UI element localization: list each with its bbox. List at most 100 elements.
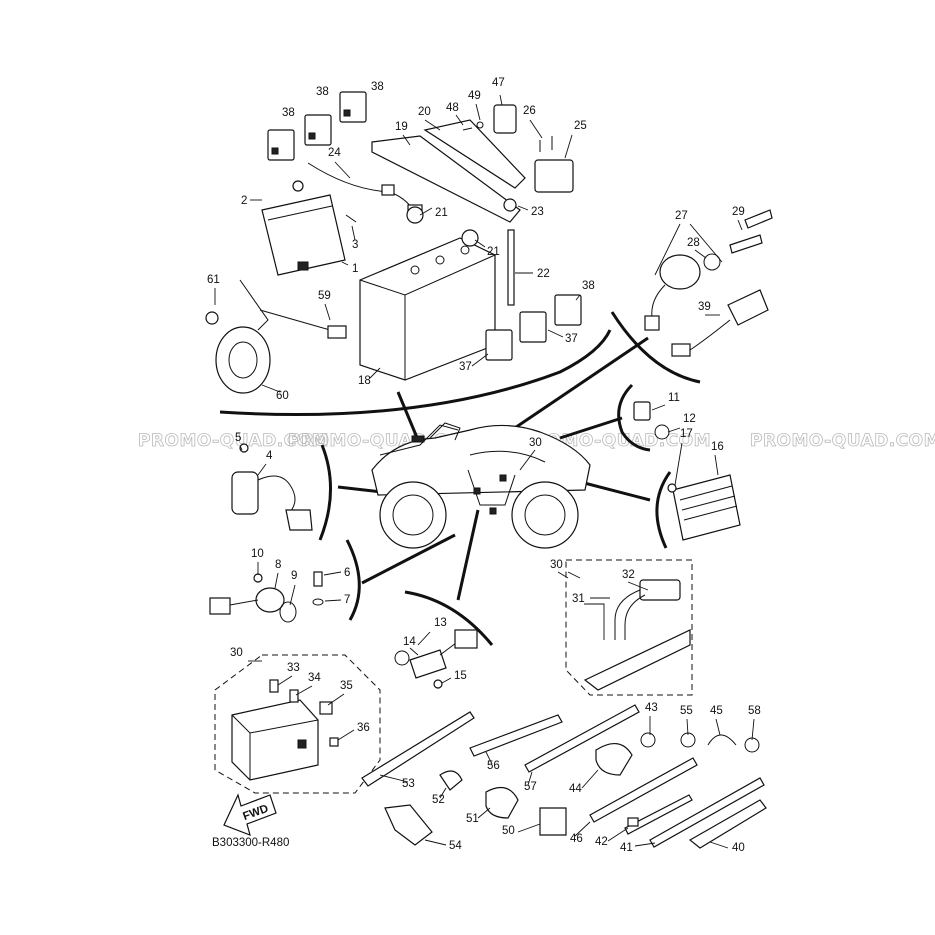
part-label-40: 40 [732,842,745,854]
part-label-50: 50 [502,825,515,837]
leader-line-extra-4 [557,571,569,579]
leader-line-4 [257,463,267,476]
part-label-5: 5 [235,432,241,444]
leader-line-28 [694,249,707,259]
leader-line-55 [686,718,689,736]
part-label-53: 53 [402,778,415,790]
connector-ignition [499,336,649,440]
part-label-37: 37 [459,361,472,373]
leader-line-41 [634,842,656,847]
leader-line-44 [581,769,599,789]
leader-line-38 [575,294,581,301]
leader-line-12 [667,427,681,433]
part-label-7: 7 [344,594,350,606]
leader-line-7 [324,599,342,602]
leader-line-60 [261,384,281,393]
part-label-22: 22 [537,268,550,280]
part-label-35: 35 [340,680,353,692]
leader-line-25 [564,134,573,159]
leader-line-9 [289,584,296,606]
battery-hardware [406,198,517,306]
leader-line-58 [751,718,755,741]
part-label-25: 25 [574,120,587,132]
part-label-49: 49 [468,90,481,102]
sensor8-group-border [345,539,361,621]
leader-line-35 [327,693,345,706]
sensor-13 [394,629,478,689]
part-label-1: 1 [352,263,358,275]
part-label-41: 41 [620,842,633,854]
connector-sensor [559,416,623,440]
part-label-17: 17 [680,428,693,440]
leader-line-37 [471,353,489,367]
leader-line-21 [474,239,486,248]
top-group-border [219,329,612,417]
part-label-3: 3 [352,239,358,251]
sensor-11 [633,401,670,440]
leader-line-46 [574,821,591,837]
part-label-8: 8 [275,559,281,571]
leader-line-50 [517,823,541,833]
part-label-51: 51 [466,813,479,825]
leader-line-34 [295,685,313,696]
coil-4 [231,443,313,531]
part-label-37: 37 [565,333,578,345]
part-label-34: 34 [308,672,321,684]
leader-line-extra-0 [654,223,681,276]
relays-37-38 [485,294,582,361]
regulator-group-border [655,471,672,549]
part-label-28: 28 [687,237,700,249]
leader-line-59 [324,303,331,321]
regulator-16 [667,474,741,541]
fuse-harness [583,579,691,691]
leader-line-57 [527,771,533,786]
bracket-19-20 [371,119,526,223]
part-label-57: 57 [524,781,537,793]
leader-line-20 [424,119,441,131]
fwd-arrow: FWD [223,793,277,836]
part-label-2: 2 [241,195,247,207]
part-label-55: 55 [680,705,693,717]
leader-line-24 [334,161,351,179]
diagram-code: B303300-R480 [212,837,289,849]
part-label-10: 10 [251,548,264,560]
sensor-group-border [617,383,651,452]
part-label-27: 27 [675,210,688,222]
part-label-21: 21 [487,246,500,258]
cable-ties [361,704,767,849]
part-label-33: 33 [287,662,300,674]
leader-line-21 [419,207,433,216]
leader-line-extra-5 [584,603,605,640]
part-label-30: 30 [529,437,542,449]
leader-line-26 [529,119,543,139]
part-label-48: 48 [446,102,459,114]
part-label-4: 4 [266,450,273,462]
part-label-56: 56 [487,760,500,772]
part-label-36: 36 [357,722,370,734]
part-label-16: 16 [711,441,724,453]
relays-38-top [267,91,367,161]
part-label-59: 59 [318,290,331,302]
leader-line-40 [709,841,729,849]
part-label-20: 20 [418,106,431,118]
part-label-18: 18 [358,375,371,387]
leader-line-15 [441,677,452,684]
watermark-text-4: PROMO-QUAD.COM [750,431,935,451]
sensor13-group-border [404,590,494,646]
leader-line-33 [277,675,293,686]
leader-line-32 [627,581,649,591]
part-label-52: 52 [432,794,445,806]
watermark-text-1: PROMO-QUAD.COM [138,431,329,451]
atv-illustration [371,422,591,549]
connector-battery [396,391,420,441]
part-label-54: 54 [449,840,462,852]
part-label-38: 38 [316,86,329,98]
part-label-12: 12 [683,413,696,425]
leader-line-1 [341,261,349,266]
part-label-32: 32 [622,569,635,581]
leader-line-3 [351,225,356,241]
part-label-30: 30 [550,559,563,571]
part-label-43: 43 [645,702,658,714]
